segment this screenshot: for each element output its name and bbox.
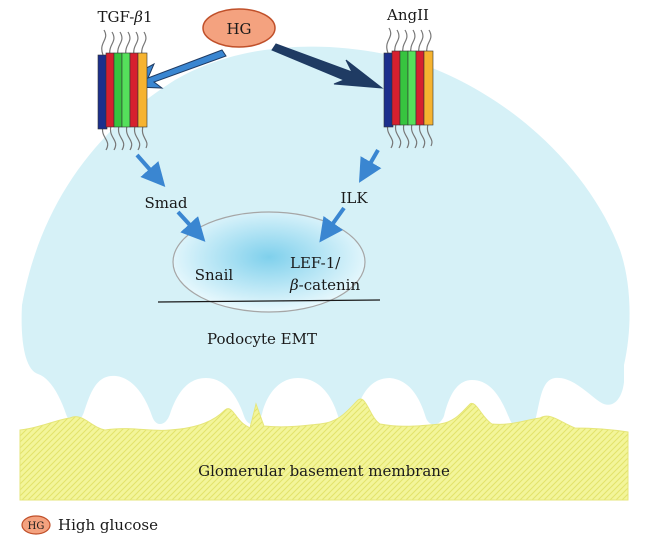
beta-catenin-label: β-catenin [289,276,360,294]
tgf-beta1-label: TGF-β1 [97,8,152,26]
angii-label: AngII [386,6,429,24]
hg-to-angii-arrow [271,43,384,89]
angii-to-ilk-arrow [359,149,382,183]
legend: HG High glucose [21,515,158,535]
nucleus [172,211,366,313]
legend-high-glucose: High glucose [58,516,158,534]
hg-node-label: HG [226,20,251,38]
hg-node[interactable] [202,8,276,48]
lef1-label: LEF-1/ [290,254,341,272]
tgf-to-smad-arrow [135,153,166,187]
angii-receptor [383,27,434,149]
legend-hg-symbol-text: HG [28,521,45,532]
legend-hg-symbol [21,515,51,535]
tgf-beta1-receptor [97,29,148,151]
ilk-label: ILK [340,189,368,207]
nuclear-membrane-line [157,299,381,303]
smad-to-snail-arrow [176,210,206,242]
smad-label: Smad [144,194,187,212]
gbm-label: Glomerular basement membrane [198,462,450,480]
ilk-to-lef-arrow [319,206,346,243]
podocyte-emt-label: Podocyte EMT [207,330,317,348]
gbm-band [19,398,629,501]
snail-label: Snail [195,266,234,284]
